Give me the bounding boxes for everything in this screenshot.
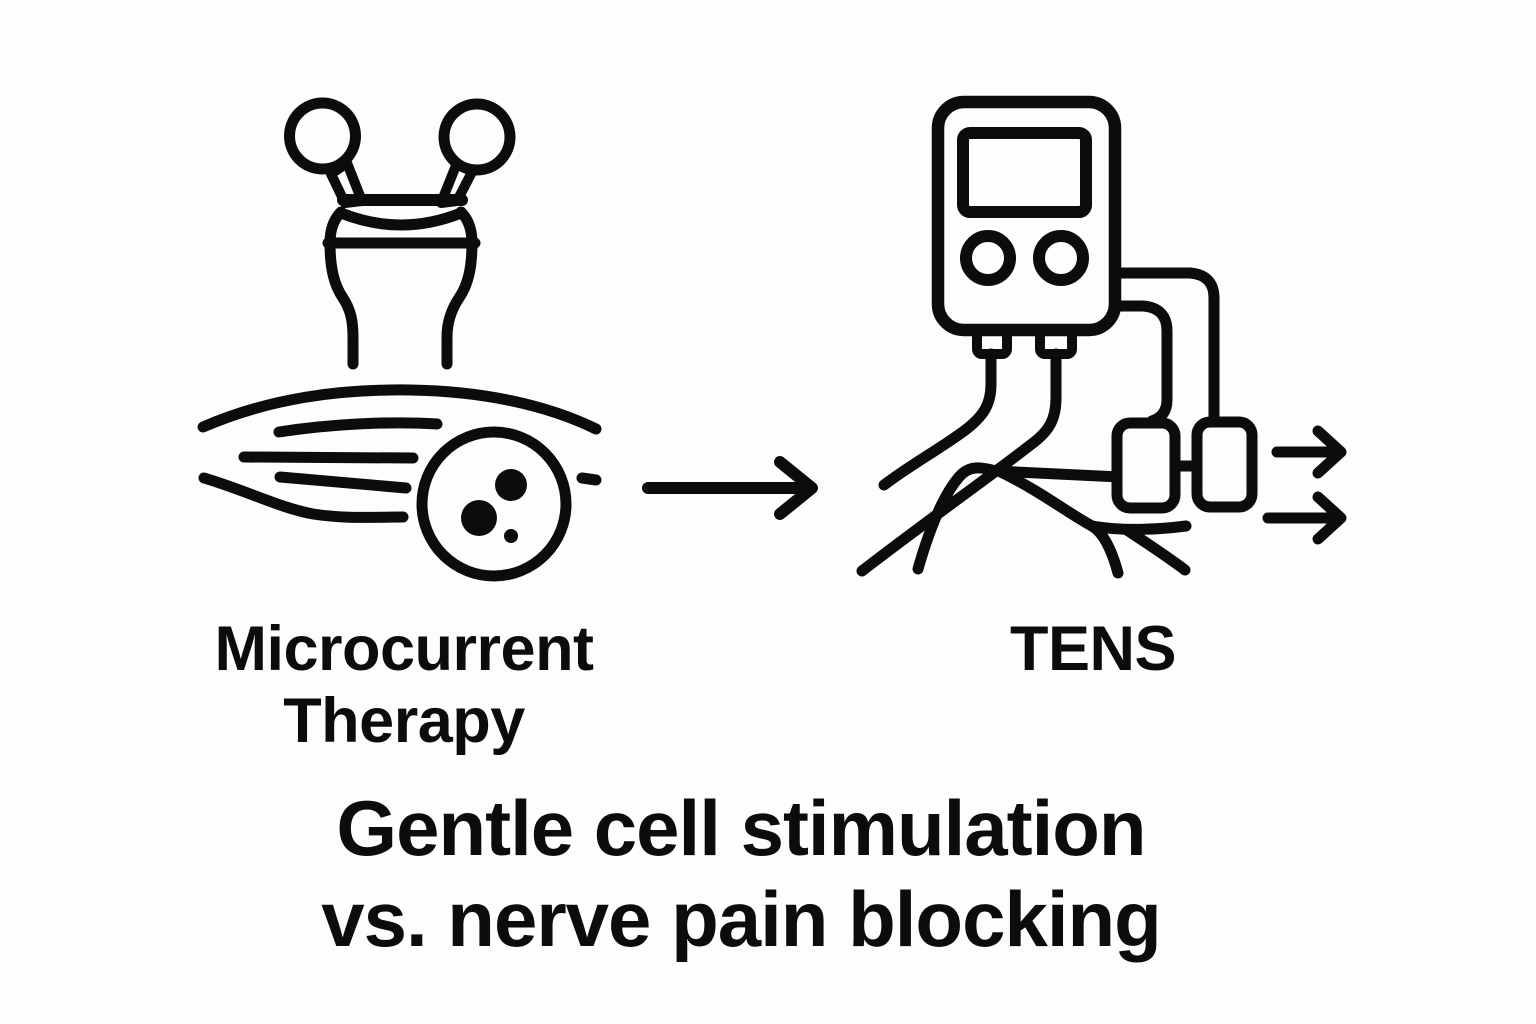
signal-arrow-1-head [1312,425,1347,479]
caption: Gentle cell stimulation vs. nerve pain b… [321,783,1162,965]
electrode-pad-right [1191,416,1258,513]
muscle-cell-group [197,384,602,582]
tens-screen [957,127,1092,218]
wand-left-ball-electrode [284,97,361,175]
tens-lead-left [878,348,997,491]
caption-line1: Gentle cell stimulation [336,784,1146,872]
caption-line2: vs. nerve pain blocking [321,875,1162,963]
tens-wires-group [856,267,1220,577]
muscle-dash [576,472,602,486]
double-right-arrows-icon [1262,425,1347,545]
tens-wire-inner [1109,300,1173,427]
tens-lead-right [856,348,1062,577]
nerve-group [912,462,1192,579]
muscle-top-fiber [197,384,602,435]
microcurrent-label-line1: Microcurrent [214,614,594,684]
electrode-pads-group [1111,416,1258,514]
cell-organelle-large [461,500,497,536]
nerve-branch-lower [1121,524,1191,576]
tens-wire-outer [1109,267,1220,426]
muscle-fiber-3 [238,451,419,464]
wand-group [284,97,516,370]
arrow-head [774,456,818,520]
right-arrow-icon [642,456,818,520]
muscle-fiber-2 [273,417,443,438]
microcurrent-wand-muscle-cell-icon [197,97,602,582]
tens-label-text: TENS [1009,614,1177,684]
signal-arrow-2-head [1312,491,1347,545]
cell-membrane [416,426,572,582]
wand-left-side [324,206,359,370]
muscle-fiber-4 [274,471,412,494]
wand-right-side [441,206,478,370]
skin-line [912,462,1126,575]
microcurrent-therapy-label: Microcurrent Therapy [214,613,594,757]
microcurrent-label-line2: Therapy [283,686,525,756]
wand-right-ball-electrode [438,98,516,176]
tens-label: TENS [1009,613,1177,685]
cell-organelle-medium [495,469,527,501]
electrode-pad-left [1111,417,1181,514]
nerve-branch-right [1086,520,1192,535]
tens-knob-left [960,230,1016,286]
tens-knob-right [1033,230,1089,286]
muscle-bottom-fiber [198,472,409,523]
wand-dome [335,207,467,231]
cell-organelle-small [504,529,518,543]
tens-unit-electrode-pads-nerve-icon [856,95,1347,579]
tens-device-group [931,95,1122,359]
